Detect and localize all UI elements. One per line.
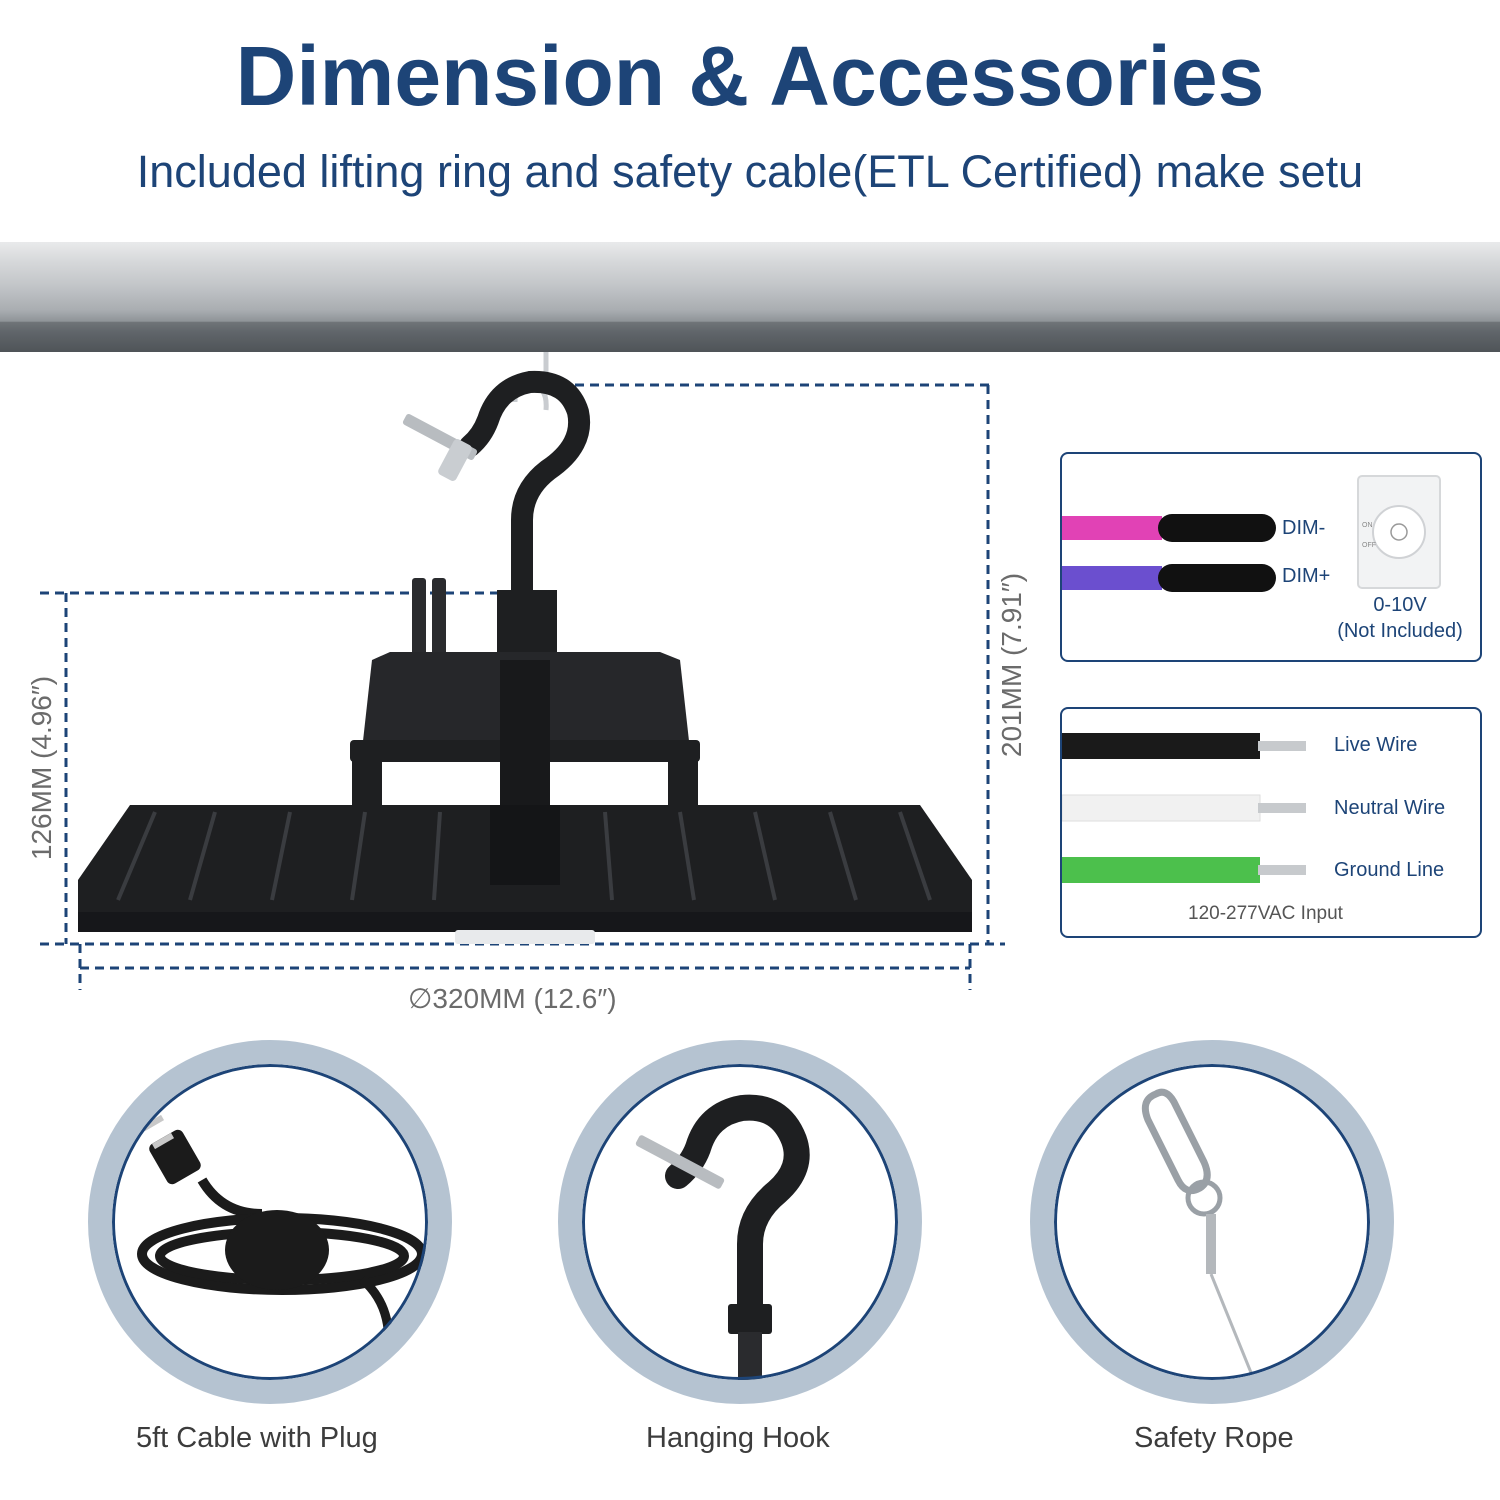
total-height-dimension-label: 201MM (7.91″) <box>996 572 1027 758</box>
input-wires-panel: Live Wire Neutral Wire Ground Line 120-2… <box>1060 707 1482 938</box>
height-dimension-label: 126MM (4.96″) <box>26 675 57 861</box>
page-subtitle: Included lifting ring and safety cable(E… <box>136 146 1364 197</box>
neutral-wire-label: Neutral Wire <box>1334 797 1446 819</box>
ground-line-label: Ground Line <box>1334 859 1445 881</box>
accessory-rope-circle <box>1030 1040 1394 1404</box>
dial-mark-off: OFF <box>1362 542 1376 549</box>
dim-plus-label: DIM+ <box>1282 565 1331 587</box>
input-wires-graphic <box>1062 733 1306 883</box>
page-title: Dimension & Accessories <box>235 29 1265 123</box>
live-wire-label: Live Wire <box>1334 734 1418 756</box>
accessory-hook-circle <box>558 1040 922 1404</box>
fixture-drawing <box>40 352 1005 990</box>
accessory-cable-caption: 5ft Cable with Plug <box>136 1422 378 1454</box>
accessory-rope-caption: Safety Rope <box>1134 1422 1294 1454</box>
ceiling-beam <box>0 242 1500 352</box>
dim-minus-label: DIM- <box>1282 517 1326 539</box>
accessory-hook-caption: Hanging Hook <box>646 1422 830 1454</box>
dimmer-note-label: (Not Included) <box>1337 620 1463 642</box>
dial-mark-on: ON <box>1362 522 1373 529</box>
dimming-wires-graphic <box>1062 475 1441 592</box>
diameter-dimension-label: ∅320MM (12.6″) <box>408 983 617 1014</box>
dimming-wires-panel: DIM- DIM+ ON OFF 0-10V (Not Included) <box>1060 452 1482 662</box>
input-voltage-label: 120-277VAC Input <box>1188 903 1343 924</box>
accessory-cable-circle <box>88 1040 452 1404</box>
dimmer-type-label: 0-10V <box>1373 594 1427 616</box>
